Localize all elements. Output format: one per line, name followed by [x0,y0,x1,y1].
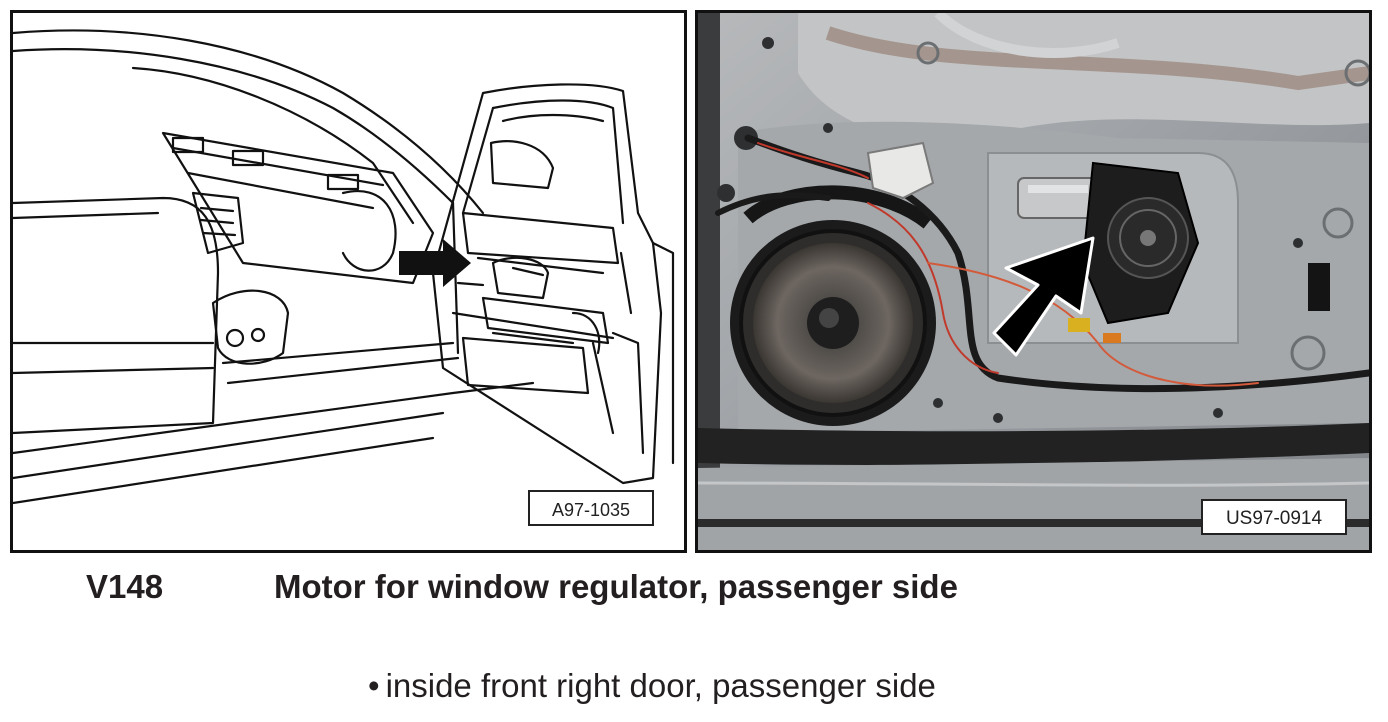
pointer-arrow [399,239,471,287]
component-description: Motor for window regulator, passenger si… [274,568,958,605]
bullet-icon: • [368,667,380,704]
figure-label-left: A97-1035 [528,490,654,526]
window-regulator-photo [698,13,1369,550]
location-text: inside front right door, passenger side [385,667,936,704]
figure-label-right: US97-0914 [1201,499,1347,535]
component-code: V148 [86,568,164,605]
car-open-door-illustration [13,29,675,505]
location-item: •inside front right door, passenger side [368,667,936,705]
pointer-arrow-photo [992,236,1095,357]
door-line-drawing: A97-1035 [10,10,687,553]
door-interior-photo: US97-0914 [695,10,1372,553]
